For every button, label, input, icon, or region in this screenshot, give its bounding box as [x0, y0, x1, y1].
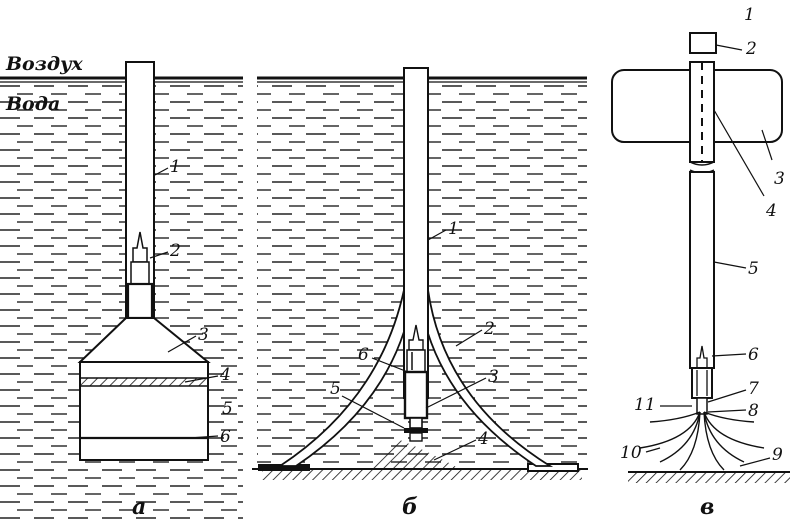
seabed-b: [262, 470, 582, 480]
panel-v: 1 2 3 4 5 6 7 8 9 10 11 в: [611, 5, 790, 520]
callout-v-4: 4: [765, 201, 777, 221]
callout-v-9: 9: [772, 445, 783, 465]
callout-v-6: 6: [748, 345, 759, 365]
charge-a: [132, 231, 148, 263]
air-label: Воздух: [5, 53, 83, 75]
nozzle-b: [409, 417, 423, 429]
caption-a: а: [132, 494, 146, 520]
charge-b: [408, 324, 424, 351]
callout-b-6: 6: [358, 345, 369, 365]
callout-v-7: 7: [748, 379, 759, 399]
chamber-a: [126, 282, 154, 320]
nozzle-v: [696, 397, 708, 415]
mound-b: [372, 440, 460, 469]
strut-left-b: [277, 287, 413, 467]
callout-b-4: 4: [477, 429, 489, 449]
caption-v: в: [700, 494, 714, 520]
callout-b-3: 3: [488, 367, 499, 387]
cap-v: [689, 32, 717, 54]
callout-v-1: 1: [744, 5, 755, 25]
strut-right-b: [419, 287, 554, 467]
plate-b: [404, 428, 428, 433]
callout-b-5: 5: [330, 379, 341, 399]
callout-v-10: 10: [620, 443, 642, 463]
body-a: [79, 361, 209, 461]
tube-lower-v: [689, 171, 715, 369]
callout-v-2: 2: [745, 39, 757, 59]
callout-a-2: 2: [169, 241, 181, 261]
callout-v-11: 11: [634, 395, 656, 415]
callout-a-1: 1: [170, 157, 181, 177]
panel-a: 1 2 3 4 5 6 а: [77, 61, 233, 520]
callout-a-6: 6: [220, 427, 231, 447]
callout-v-3: 3: [774, 169, 785, 189]
panel-b: 1 2 3 4 5 6 б: [252, 67, 588, 520]
caption-b: б: [402, 494, 418, 520]
chamber-v: [691, 367, 713, 399]
chamber-b: [403, 370, 429, 420]
callout-b-2: 2: [483, 319, 495, 339]
callout-v-5: 5: [748, 259, 759, 279]
band-4-a: [79, 377, 209, 387]
callout-v-8: 8: [748, 401, 759, 421]
foot-left-b: [258, 464, 310, 471]
foot-right-b: [527, 463, 579, 472]
callout-b-1: 1: [448, 219, 459, 239]
callout-a-5: 5: [222, 399, 233, 419]
flow-lines-v: [639, 411, 765, 471]
callout-a-3: 3: [198, 325, 209, 345]
callout-a-4: 4: [219, 365, 231, 385]
water-label: Вода: [5, 93, 60, 115]
seabed-v: [628, 473, 790, 483]
cartridge-a: [130, 261, 150, 285]
